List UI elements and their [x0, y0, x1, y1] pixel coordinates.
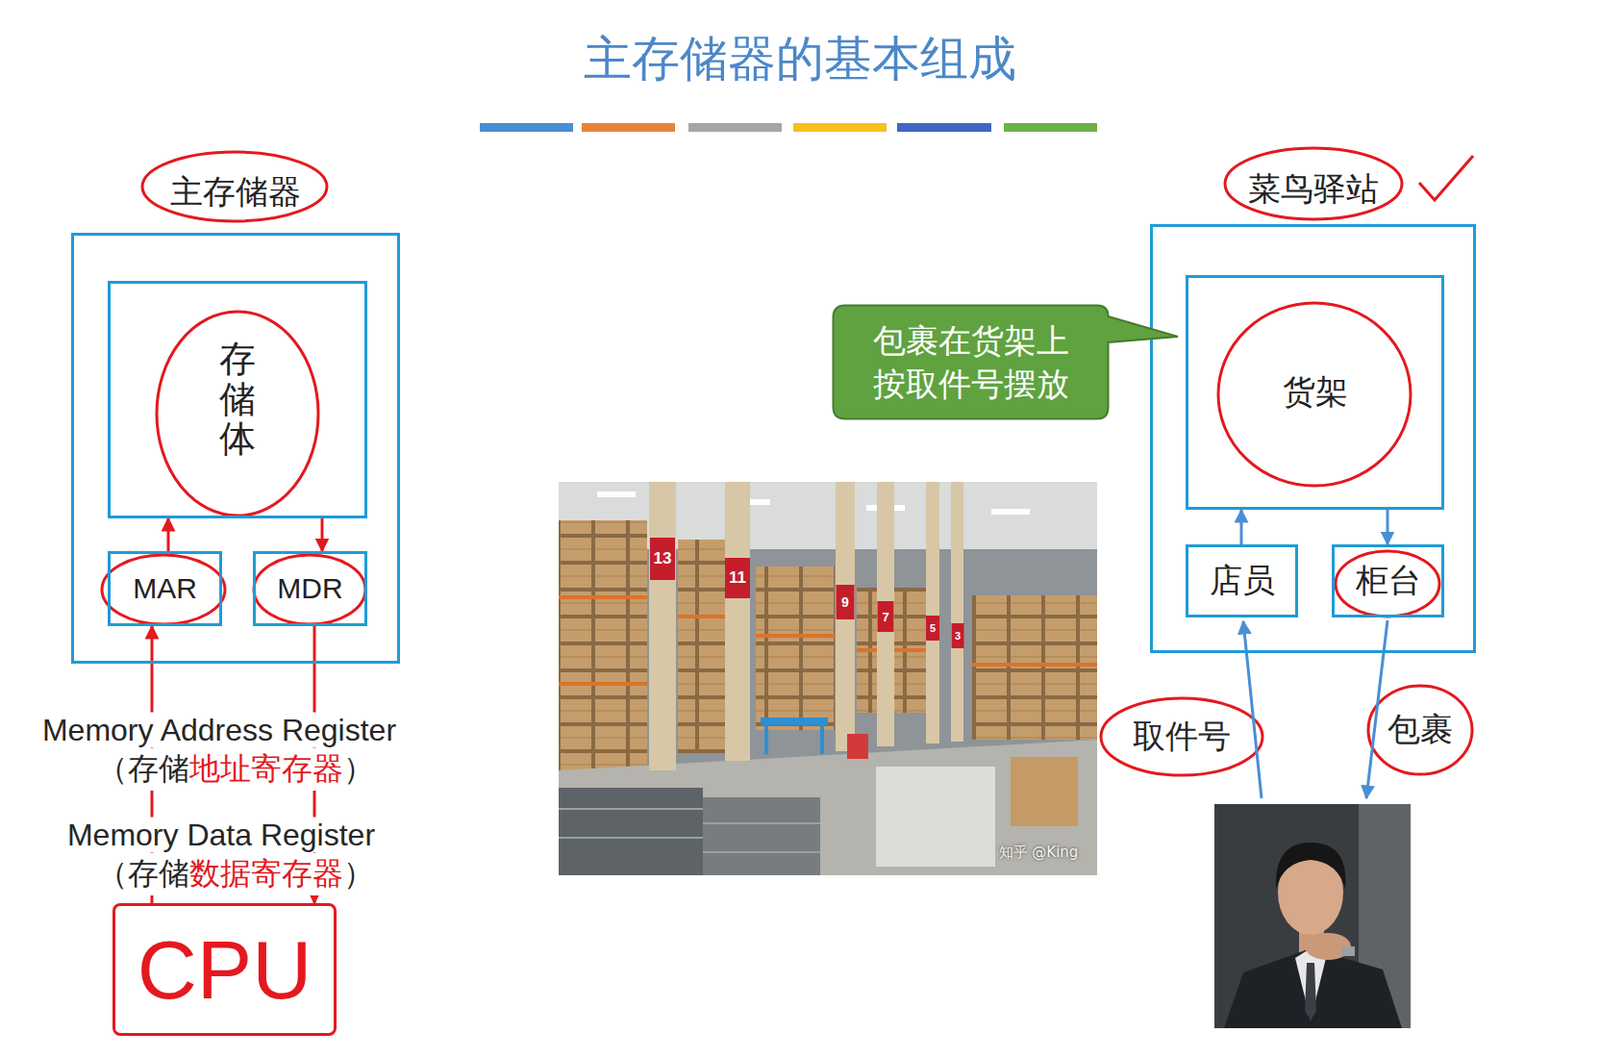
- node-text: 柜台: [1355, 558, 1422, 603]
- register-name-part: ）: [343, 852, 375, 896]
- page-title: 主存储器的基本组成: [0, 26, 1600, 92]
- aisle-number-sign: 11: [725, 557, 750, 599]
- register-name-part: （存储: [97, 748, 190, 791]
- annotation-circles: [101, 148, 1474, 775]
- shelf-box: 货架: [1185, 275, 1445, 510]
- annotation-label: Memory Address Register: [40, 712, 399, 749]
- callout-bubble: 包裹在货架上 按取件号摆放: [831, 303, 1180, 421]
- annotation-label: Memory Data Register: [65, 817, 377, 853]
- register-name-part: 地址寄存器: [189, 748, 344, 791]
- aisle-number-sign: 13: [650, 537, 675, 580]
- node-text: MDR: [276, 572, 343, 605]
- arrow-connector: [1386, 509, 1390, 545]
- person-photo: [1214, 803, 1411, 1028]
- aisle-number-sign: 5: [925, 615, 940, 641]
- memory-box: 主存储器存储体MARMDR: [71, 232, 400, 664]
- aisle-number-sign: 3: [951, 623, 965, 649]
- register-name-row: （存储数据寄存器）: [97, 852, 375, 896]
- station-box: 菜鸟驿站货架店员柜台: [1150, 224, 1476, 653]
- node-text: 货架: [1282, 370, 1349, 415]
- register-name-part: （存储: [97, 852, 190, 896]
- node-text: CPU: [137, 922, 313, 1018]
- cpu-box: CPU: [112, 902, 337, 1036]
- pickup-arrows: [1243, 620, 1388, 799]
- arrow-connector: [1240, 509, 1244, 545]
- clerk-box: 店员: [1185, 544, 1299, 618]
- callout-shape: [831, 303, 1180, 421]
- counter-box: 柜台: [1331, 544, 1445, 618]
- photo-watermark: 知乎 @King: [999, 843, 1079, 862]
- arrow-connector: [321, 518, 325, 551]
- arrow-connector: [167, 518, 171, 551]
- register-name-part: ）: [343, 748, 375, 791]
- warehouse-photo: [558, 481, 1098, 875]
- aisle-number-sign: 9: [836, 584, 855, 620]
- aisle-number-sign: 7: [877, 600, 895, 632]
- node-text: 主存储器: [35, 170, 436, 215]
- node-text: 包裹在货架上 按取件号摆放: [867, 319, 1075, 404]
- register-name-part: 数据寄存器: [189, 852, 344, 896]
- storage-body-box: 存储体: [107, 280, 368, 519]
- node-text: 菜鸟驿站: [1114, 167, 1512, 212]
- annotation-label: 取件号: [1130, 714, 1233, 759]
- annotation-label: 包裹: [1385, 707, 1455, 752]
- register-box: MAR: [107, 550, 223, 626]
- register-box: MDR: [252, 550, 368, 626]
- node-text: 存储体: [219, 339, 256, 460]
- color-bar: [479, 123, 1098, 132]
- register-name-row: （存储地址寄存器）: [97, 748, 375, 791]
- node-text: 店员: [1209, 558, 1275, 603]
- node-text: MAR: [132, 572, 198, 605]
